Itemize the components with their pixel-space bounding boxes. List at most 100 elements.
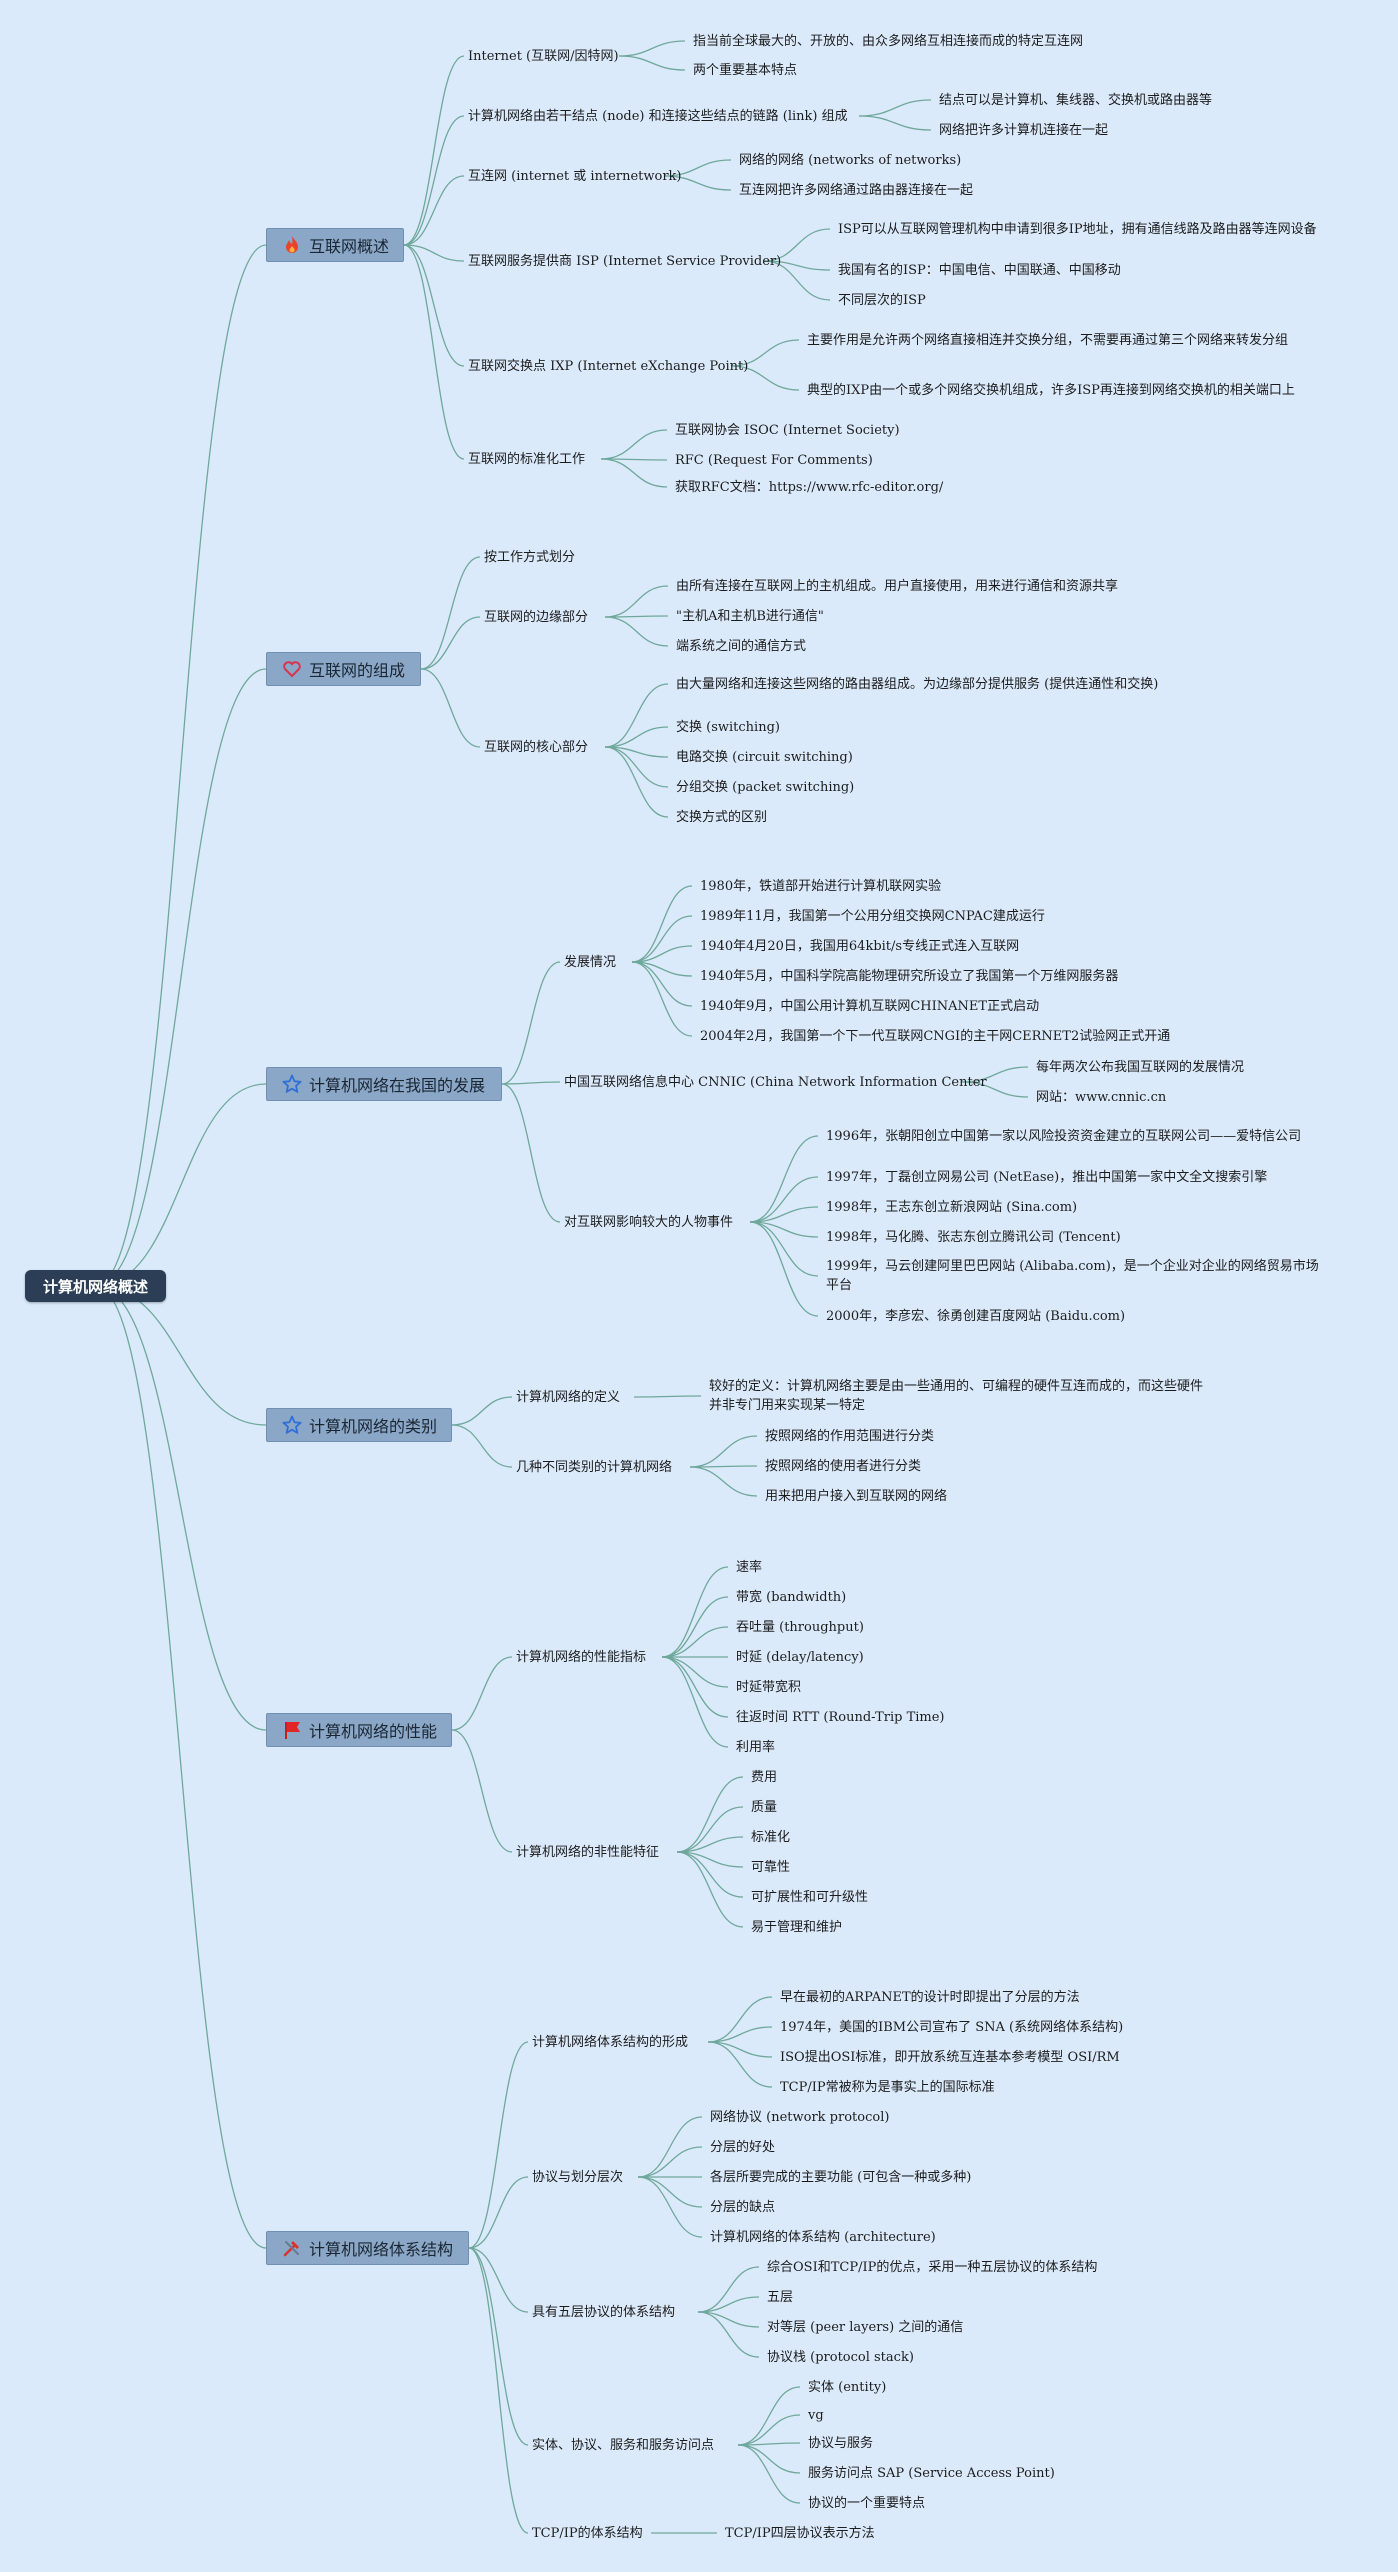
leaf-node[interactable]: 2004年2月，我国第一个下一代互联网CNGI的主干网CERNET2试验网正式开… xyxy=(700,1028,1171,1044)
leaf-node[interactable]: 服务访问点 SAP (Service Access Point) xyxy=(808,2465,1055,2481)
leaf-node[interactable]: 按照网络的使用者进行分类 xyxy=(765,1458,922,1474)
leaf-node[interactable]: 用来把用户接入到互联网的网络 xyxy=(765,1488,948,1504)
leaf-node[interactable]: 交换 (switching) xyxy=(676,719,780,735)
leaf-node[interactable]: 分层的缺点 xyxy=(710,2199,776,2215)
leaf-node[interactable]: 端系统之间的通信方式 xyxy=(676,638,807,654)
leaf-node[interactable]: 分组交换 (packet switching) xyxy=(676,779,855,795)
leaf-node[interactable]: 易于管理和维护 xyxy=(751,1919,843,1935)
leaf-node[interactable]: 1998年，王志东创立新浪网站 (Sina.com) xyxy=(826,1199,1078,1215)
topic-node[interactable]: 对互联网影响较大的人物事件 xyxy=(564,1214,734,1230)
leaf-node[interactable]: 速率 xyxy=(736,1559,763,1575)
root-node[interactable]: 计算机网络概述 xyxy=(25,1270,166,1302)
leaf-node[interactable]: 质量 xyxy=(751,1799,778,1815)
leaf-node[interactable]: 交换方式的区别 xyxy=(676,809,768,825)
leaf-node[interactable]: ISP可以从互联网管理机构中申请到很多IP地址，拥有通信线路及路由器等连网设备 xyxy=(838,221,1317,237)
leaf-node[interactable]: 结点可以是计算机、集线器、交换机或路由器等 xyxy=(939,92,1213,108)
branch-node[interactable]: 计算机网络的类别 xyxy=(266,1408,452,1442)
branch-node[interactable]: 计算机网络的性能 xyxy=(266,1713,452,1747)
leaf-node[interactable]: 协议的一个重要特点 xyxy=(808,2495,926,2511)
leaf-node[interactable]: 由大量网络和连接这些网络的路由器组成。为边缘部分提供服务 (提供连通性和交换) xyxy=(676,676,1159,692)
leaf-node[interactable]: 可扩展性和可升级性 xyxy=(751,1889,869,1905)
leaf-node[interactable]: 时延 (delay/latency) xyxy=(736,1649,864,1665)
topic-node[interactable]: Internet (互联网/因特网) xyxy=(468,48,619,64)
leaf-node[interactable]: 五层 xyxy=(767,2289,794,2305)
leaf-node[interactable]: 典型的IXP由一个或多个网络交换机组成，许多ISP再连接到网络交换机的相关端口上 xyxy=(807,382,1295,398)
leaf-node[interactable]: 较好的定义：计算机网络主要是由一些通用的、可编程的硬件互连而成的，而这些硬件并非… xyxy=(709,1379,1204,1413)
leaf-node[interactable]: 获取RFC文档：https://www.rfc-editor.org/ xyxy=(675,479,944,495)
leaf-node[interactable]: 分层的好处 xyxy=(710,2139,776,2155)
leaf-node[interactable]: 2000年，李彦宏、徐勇创建百度网站 (Baidu.com) xyxy=(826,1308,1126,1324)
topic-node[interactable]: 计算机网络的非性能特征 xyxy=(516,1844,660,1860)
leaf-node[interactable]: 按照网络的作用范围进行分类 xyxy=(765,1428,935,1444)
leaf-node[interactable]: 实体 (entity) xyxy=(808,2379,887,2395)
leaf-node[interactable]: 网络把许多计算机连接在一起 xyxy=(939,122,1109,138)
topic-node[interactable]: 协议与划分层次 xyxy=(532,2169,624,2185)
branch-node[interactable]: 计算机网络在我国的发展 xyxy=(266,1067,502,1101)
leaf-node[interactable]: 协议与服务 xyxy=(808,2435,874,2451)
topic-node[interactable]: 互联网的标准化工作 xyxy=(468,451,586,467)
leaf-node[interactable]: 每年两次公布我国互联网的发展情况 xyxy=(1036,1059,1245,1075)
topic-node[interactable]: 几种不同类别的计算机网络 xyxy=(516,1459,673,1475)
leaf-node[interactable]: RFC (Request For Comments) xyxy=(675,452,873,468)
leaf-node[interactable]: 1940年4月20日，我国用64kbit/s专线正式连入互联网 xyxy=(700,938,1020,954)
leaf-node[interactable]: 时延带宽积 xyxy=(736,1679,802,1695)
topic-node[interactable]: 互联网交换点 IXP (Internet eXchange Point) xyxy=(468,358,749,374)
leaf-node[interactable]: 带宽 (bandwidth) xyxy=(736,1589,847,1605)
leaf-node[interactable]: TCP/IP常被称为是事实上的国际标准 xyxy=(780,2079,995,2095)
leaf-node[interactable]: 费用 xyxy=(751,1769,778,1785)
leaf-node[interactable]: 往返时间 RTT (Round-Trip Time) xyxy=(736,1709,945,1725)
leaf-node[interactable]: 网络的网络 (networks of networks) xyxy=(739,152,962,168)
leaf-node[interactable]: 1940年9月，中国公用计算机互联网CHINANET正式启动 xyxy=(700,998,1040,1014)
leaf-node[interactable]: 1974年，美国的IBM公司宣布了 SNA (系统网络体系结构) xyxy=(780,2019,1124,2035)
topic-node[interactable]: 发展情况 xyxy=(564,954,617,970)
leaf-node[interactable]: 利用率 xyxy=(736,1739,776,1755)
topic-node[interactable]: 互联网服务提供商 ISP (Internet Service Provider) xyxy=(468,253,782,269)
topic-node[interactable]: 互连网 (internet 或 internetwork) xyxy=(468,168,682,184)
leaf-node[interactable]: 协议栈 (protocol stack) xyxy=(767,2349,914,2365)
leaf-node[interactable]: 电路交换 (circuit switching) xyxy=(676,749,853,765)
leaf-node[interactable]: 主要作用是允许两个网络直接相连并交换分组，不需要再通过第三个网络来转发分组 xyxy=(807,332,1289,348)
leaf-node[interactable]: 不同层次的ISP xyxy=(838,292,926,308)
leaf-node[interactable]: 互连网把许多网络通过路由器连接在一起 xyxy=(739,182,974,198)
topic-node[interactable]: 互联网的核心部分 xyxy=(484,739,589,755)
leaf-node[interactable]: 由所有连接在互联网上的主机组成。用户直接使用，用来进行通信和资源共享 xyxy=(676,578,1119,594)
topic-node[interactable]: 计算机网络的性能指标 xyxy=(516,1649,647,1665)
leaf-node[interactable]: 我国有名的ISP：中国电信、中国联通、中国移动 xyxy=(838,262,1121,278)
leaf-node[interactable]: 两个重要基本特点 xyxy=(693,62,798,78)
topic-node[interactable]: 实体、协议、服务和服务访问点 xyxy=(532,2437,715,2453)
leaf-node[interactable]: 计算机网络的体系结构 (architecture) xyxy=(710,2229,936,2245)
leaf-node[interactable]: 网络协议 (network protocol) xyxy=(710,2109,890,2125)
leaf-node[interactable]: 1998年，马化腾、张志东创立腾讯公司 (Tencent) xyxy=(826,1229,1121,1245)
leaf-node[interactable]: 网站：www.cnnic.cn xyxy=(1036,1089,1167,1105)
topic-node[interactable]: 计算机网络由若干结点 (node) 和连接这些结点的链路 (link) 组成 xyxy=(468,108,848,124)
topic-node[interactable]: 具有五层协议的体系结构 xyxy=(532,2304,676,2320)
leaf-node[interactable]: 1997年，丁磊创立网易公司 (NetEase)，推出中国第一家中文全文搜索引擎 xyxy=(826,1169,1268,1185)
leaf-node[interactable]: 可靠性 xyxy=(751,1859,791,1875)
leaf-node[interactable]: 对等层 (peer layers) 之间的通信 xyxy=(767,2319,964,2335)
leaf-node[interactable]: TCP/IP四层协议表示方法 xyxy=(725,2525,875,2541)
branch-node[interactable]: 互联网的组成 xyxy=(266,652,421,686)
leaf-node[interactable]: vg xyxy=(808,2407,824,2423)
leaf-node[interactable]: 吞吐量 (throughput) xyxy=(736,1619,864,1635)
leaf-node[interactable]: 1999年，马云创建阿里巴巴网站 (Alibaba.com)，是一个企业对企业的… xyxy=(826,1259,1319,1293)
topic-node[interactable]: 中国互联网络信息中心 CNNIC (China Network Informat… xyxy=(564,1074,987,1090)
topic-node[interactable]: 互联网的边缘部分 xyxy=(484,609,589,625)
topic-node[interactable]: TCP/IP的体系结构 xyxy=(532,2525,643,2541)
topic-node[interactable]: 计算机网络的定义 xyxy=(516,1389,621,1405)
leaf-node[interactable]: 1980年，铁道部开始进行计算机联网实验 xyxy=(700,878,942,894)
leaf-node[interactable]: 综合OSI和TCP/IP的优点，采用一种五层协议的体系结构 xyxy=(767,2259,1098,2275)
branch-node[interactable]: 计算机网络体系结构 xyxy=(266,2231,469,2265)
branch-node[interactable]: 互联网概述 xyxy=(266,228,404,262)
leaf-node[interactable]: 早在最初的ARPANET的设计时即提出了分层的方法 xyxy=(780,1989,1080,2005)
leaf-node[interactable]: 各层所要完成的主要功能 (可包含一种或多种) xyxy=(710,2169,972,2185)
leaf-node[interactable]: 1940年5月，中国科学院高能物理研究所设立了我国第一个万维网服务器 xyxy=(700,968,1119,984)
leaf-node[interactable]: "主机A和主机B进行通信" xyxy=(676,608,824,624)
leaf-node[interactable]: ISO提出OSI标准，即开放系统互连基本参考模型 OSI/RM xyxy=(780,2049,1120,2065)
leaf-node[interactable]: 指当前全球最大的、开放的、由众多网络互相连接而成的特定互连网 xyxy=(693,33,1084,49)
topic-node[interactable]: 计算机网络体系结构的形成 xyxy=(532,2034,689,2050)
topic-node[interactable]: 按工作方式划分 xyxy=(484,549,576,565)
leaf-node[interactable]: 1989年11月，我国第一个公用分组交换网CNPAC建成运行 xyxy=(700,908,1045,924)
leaf-node[interactable]: 互联网协会 ISOC (Internet Society) xyxy=(675,422,900,438)
leaf-node[interactable]: 标准化 xyxy=(751,1829,791,1845)
leaf-node[interactable]: 1996年，张朝阳创立中国第一家以风险投资资金建立的互联网公司——爱特信公司 xyxy=(826,1128,1302,1144)
